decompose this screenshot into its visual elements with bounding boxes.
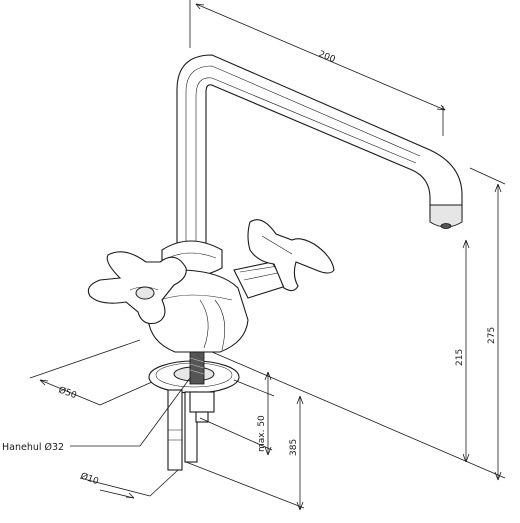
- dimension-lines: [29, 0, 506, 511]
- mounting-nut: [189, 391, 215, 413]
- dim-flange-dia: Ø50: [57, 384, 78, 401]
- threaded-stem: [189, 351, 205, 385]
- dim-215: 215: [455, 349, 465, 366]
- spout-tube: [176, 54, 463, 246]
- faucet: [87, 54, 463, 471]
- label-hole: Hanehul Ø32: [2, 442, 64, 453]
- dim-max-50: max. 50: [257, 415, 267, 452]
- dim-275: 275: [487, 327, 497, 344]
- dim-pipe-dia: Ø10: [79, 470, 100, 487]
- dim-385: 385: [289, 439, 299, 456]
- right-handle: [247, 219, 335, 292]
